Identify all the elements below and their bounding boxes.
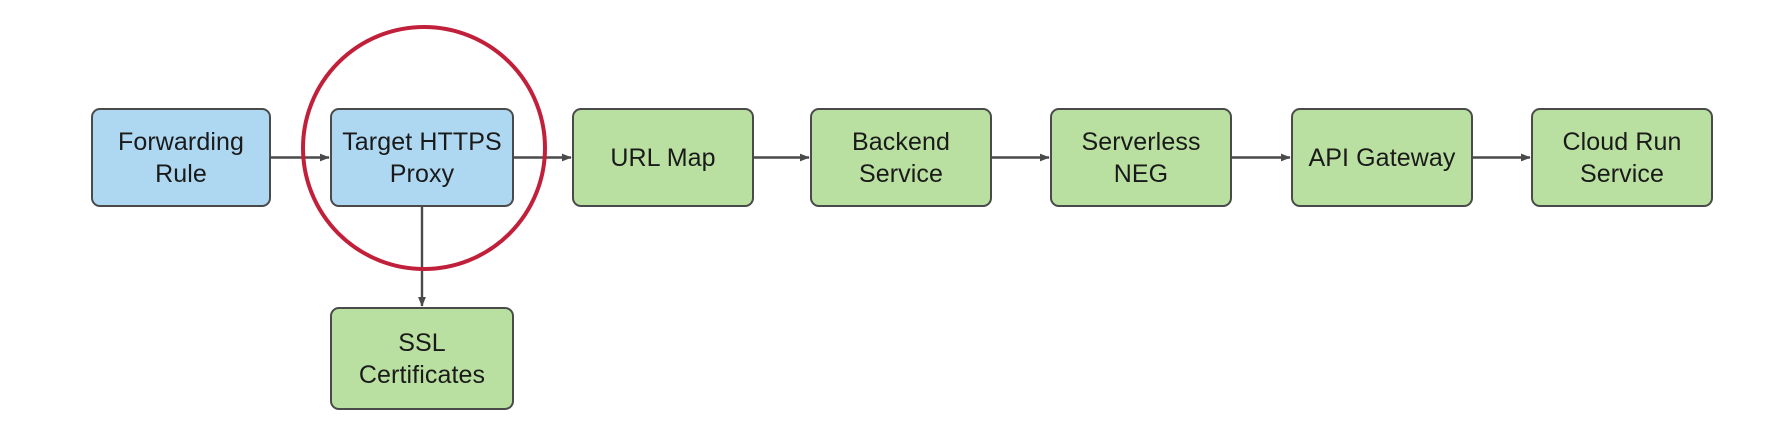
node-label-backend-service: Backend Service: [852, 127, 950, 188]
node-backend-service[interactable]: Backend Service: [810, 108, 992, 207]
node-label-url-map: URL Map: [610, 143, 716, 172]
node-api-gateway[interactable]: API Gateway: [1291, 108, 1473, 207]
node-label-api-gateway: API Gateway: [1308, 143, 1456, 172]
node-label-serverless-neg: Serverless NEG: [1081, 127, 1201, 188]
node-url-map[interactable]: URL Map: [572, 108, 754, 207]
node-forwarding-rule[interactable]: Forwarding Rule: [91, 108, 271, 207]
node-label-cloud-run-service: Cloud Run Service: [1562, 127, 1682, 188]
node-label-ssl-certificates: SSL Certificates: [358, 328, 486, 389]
node-cloud-run-service[interactable]: Cloud Run Service: [1531, 108, 1713, 207]
node-target-https-proxy[interactable]: Target HTTPS Proxy: [330, 108, 514, 207]
node-label-forwarding-rule: Forwarding Rule: [117, 127, 245, 188]
node-label-target-https-proxy: Target HTTPS Proxy: [342, 127, 502, 188]
node-ssl-certificates[interactable]: SSL Certificates: [330, 307, 514, 410]
node-serverless-neg[interactable]: Serverless NEG: [1050, 108, 1232, 207]
